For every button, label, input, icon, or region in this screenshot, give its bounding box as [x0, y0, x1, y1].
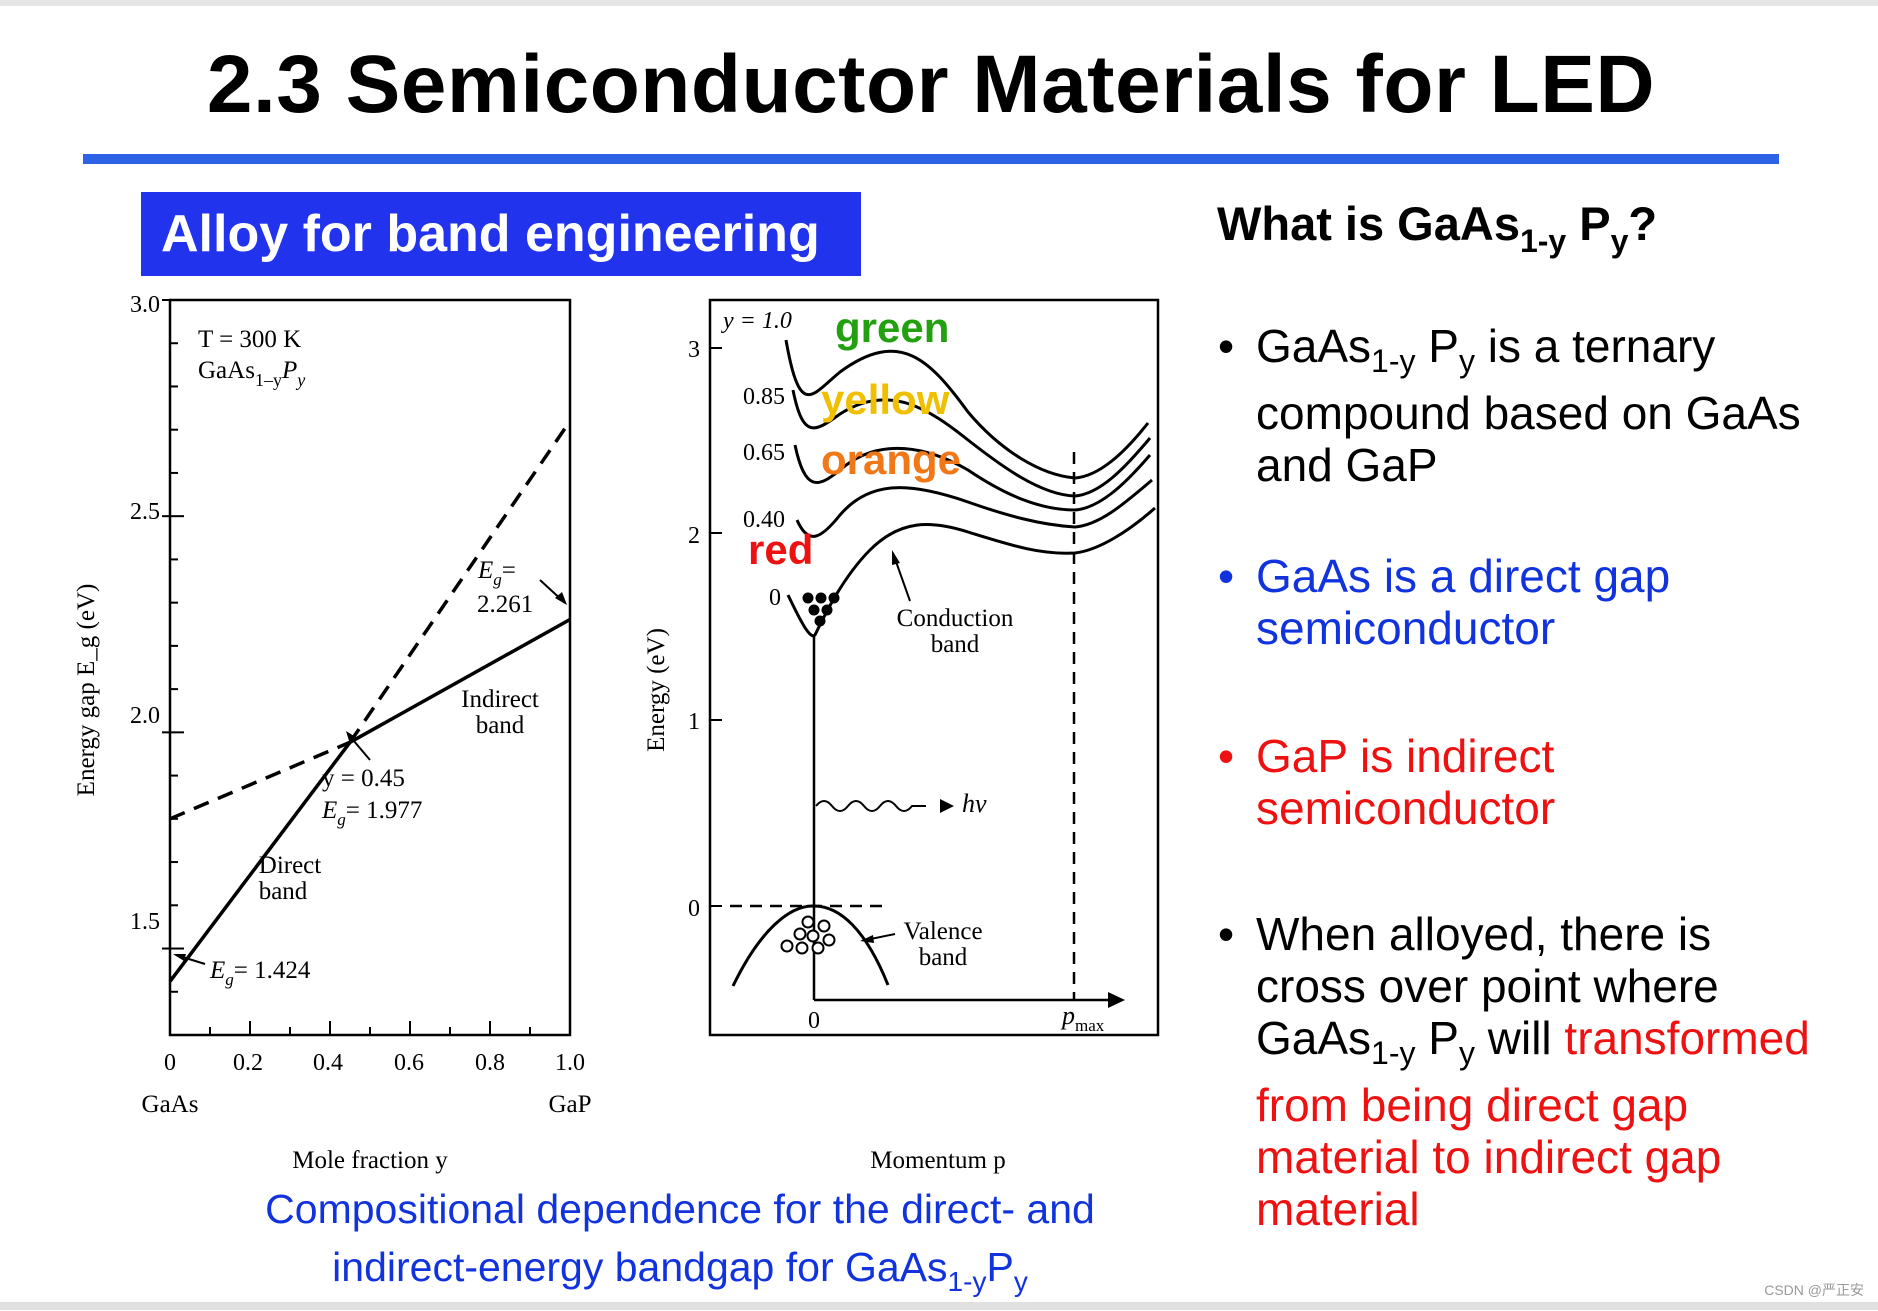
conduction-curve-y040 — [795, 478, 1153, 538]
crossover-e-label: Eg= 1.977 — [321, 797, 422, 829]
y-tick-label: 3.0 — [130, 292, 160, 318]
temperature-label: T = 300 K — [198, 326, 301, 353]
y-tick-label: 1.5 — [130, 909, 160, 935]
y-axis-label: Energy (eV) — [643, 628, 670, 752]
y-tick-label: 0 — [688, 896, 700, 922]
watermark: CSDN @严正安 — [1764, 1282, 1864, 1298]
y-tick-label: 3 — [688, 337, 700, 363]
curve-label-y065: 0.65 — [743, 440, 785, 466]
bandgap-plot-frame — [168, 298, 572, 1037]
top-strip — [0, 0, 1878, 6]
indirect-band-label-1: Indirect — [461, 686, 539, 713]
figure-caption: Compositional dependence for the direct-… — [180, 1180, 1180, 1311]
color-label-orange: orange — [821, 436, 961, 483]
x-tick-label: 0.8 — [475, 1050, 505, 1076]
bandgap-ticks — [162, 299, 571, 1035]
band-diagram: 3 2 1 0 Energy (eV) hν 0 pmax y = 1.0 0.… — [643, 298, 1160, 1174]
conduction-curve-y065 — [793, 444, 1152, 512]
eg-gap-value: 2.261 — [477, 591, 533, 618]
x-end-label-gap: GaP — [548, 1091, 591, 1118]
conduction-band-label-1: Conduction — [897, 605, 1014, 632]
valence-band-label-2: band — [919, 944, 968, 971]
conduction-band-label-2: band — [931, 631, 980, 658]
curve-label-y040: 0.40 — [743, 507, 785, 533]
crossover-y-label: y = 0.45 — [322, 765, 405, 792]
curve-label-y085: 0.85 — [743, 384, 785, 410]
bandgap-lines — [168, 420, 572, 983]
band-line — [168, 741, 352, 983]
indirect-band-label-2: band — [476, 712, 525, 739]
y-axis-label: Energy gap E_g (eV) — [73, 584, 100, 797]
y-tick-label: 1 — [688, 709, 700, 735]
x-tick-label: 1.0 — [555, 1050, 585, 1076]
y-tick-label: 2 — [688, 523, 700, 549]
question-heading: What is GaAs1-y Py? — [1217, 197, 1658, 259]
p-max-label: pmax — [1060, 1001, 1105, 1035]
conduction-curve-y1 — [784, 339, 1150, 480]
bottom-bar — [0, 1302, 1878, 1310]
eg-gaas-label: Eg= 1.424 — [209, 957, 311, 989]
x-tick-label: 0.2 — [233, 1050, 263, 1076]
material-label: GaAs1–yPy — [198, 357, 305, 390]
direct-band-label-1: Direct — [259, 852, 322, 879]
title-underline — [83, 154, 1779, 164]
x-tick-label: 0 — [164, 1050, 176, 1076]
caption-line-1: Compositional dependence for the direct-… — [265, 1186, 1095, 1232]
color-label-red: red — [748, 526, 813, 573]
section-banner: Alloy for band engineering — [141, 192, 861, 276]
band-plot-frame — [708, 298, 1160, 1037]
conduction-curve-y0 — [786, 506, 1156, 638]
x-tick-label: 0.4 — [313, 1050, 343, 1076]
dashed-band-line — [348, 420, 572, 744]
photon-label: hν — [962, 789, 987, 818]
x-end-label-gaas: GaAs — [142, 1091, 199, 1118]
conduction-curve-y085 — [791, 389, 1152, 498]
x-axis-label: Mole fraction y — [292, 1147, 448, 1174]
direct-band-label-2: band — [259, 878, 308, 905]
curve-label-y0: 0 — [769, 585, 781, 611]
valence-band-label-1: Valence — [903, 918, 982, 945]
dashed-band-line — [169, 740, 351, 821]
eg-gap-label: Eg= — [477, 557, 516, 589]
y-tick-label: 2.5 — [130, 499, 160, 525]
band-line — [349, 617, 571, 744]
x-axis-label: Momentum p — [870, 1147, 1005, 1174]
y-tick-label: 2.0 — [130, 703, 160, 729]
color-label-yellow: yellow — [821, 376, 950, 423]
photon-wave — [815, 800, 926, 812]
slide-title: 2.3 Semiconductor Materials for LED — [206, 39, 1656, 130]
x-tick-label: 0.6 — [394, 1050, 424, 1076]
caption-line-2: indirect-energy bandgap for GaAs1-yPy — [332, 1244, 1028, 1297]
curve-label-y1: y = 1.0 — [721, 308, 792, 334]
color-label-green: green — [835, 304, 949, 351]
bandgap-chart: 3.0 2.5 2.0 1.5 0 0.2 0.4 0.6 0.8 1.0 Ga… — [73, 292, 592, 1174]
x-tick-label: 0 — [808, 1008, 820, 1034]
